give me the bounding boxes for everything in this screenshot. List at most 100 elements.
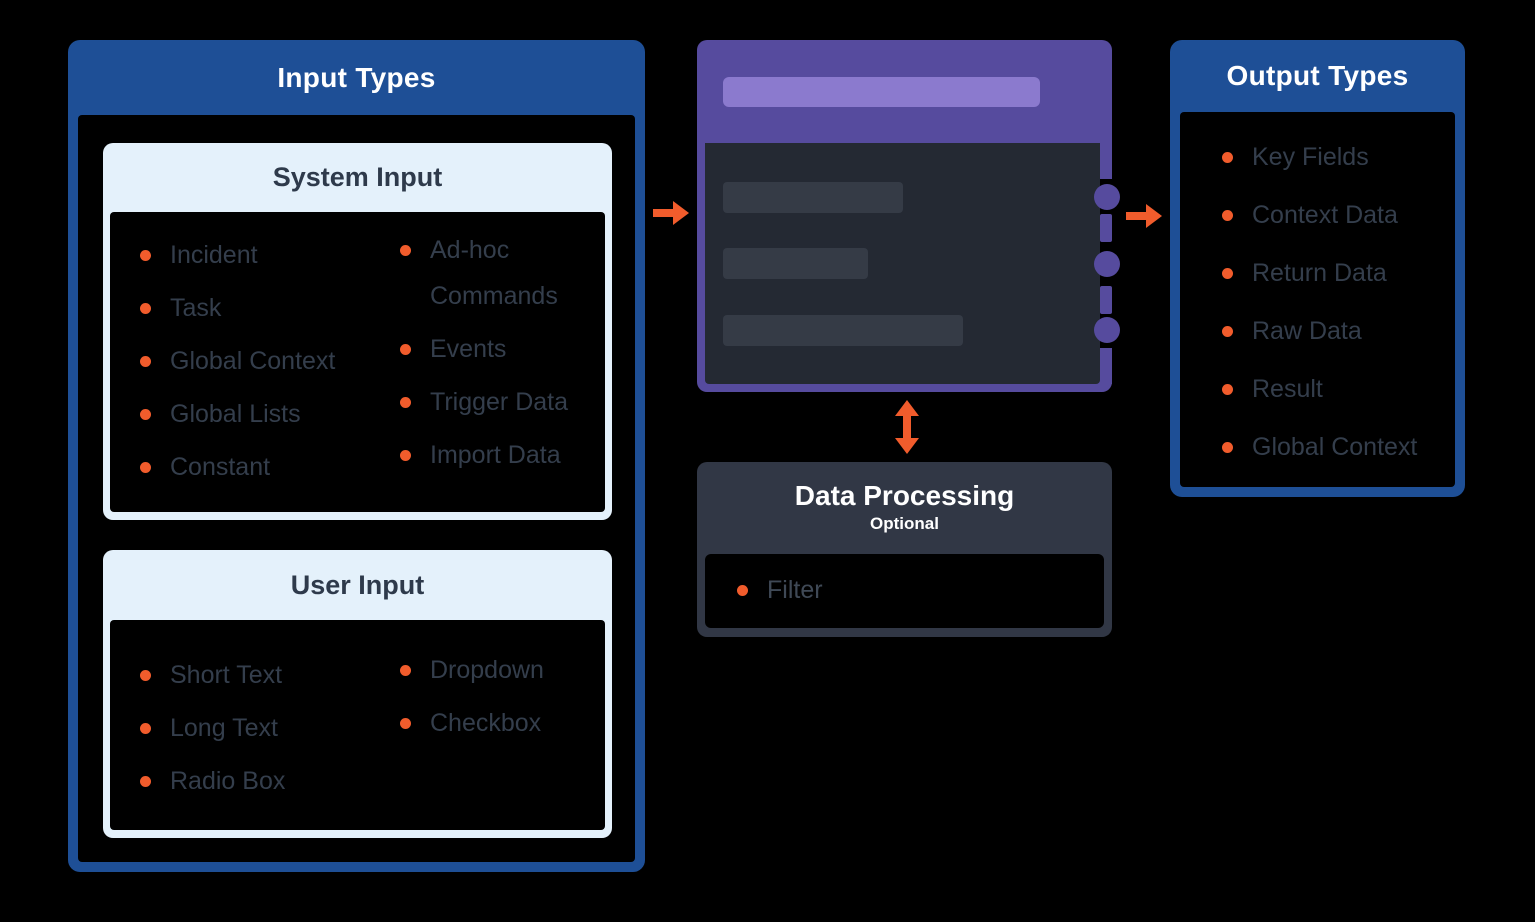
bullet-icon <box>1222 326 1233 337</box>
arrow-node-to-output-icon <box>1126 204 1162 228</box>
list-item: Task <box>140 285 400 331</box>
user-input-list-box: Short Text Long Text Radio Box Dropdown … <box>110 620 605 830</box>
list-item: Checkbox <box>400 700 585 746</box>
list-item: Raw Data <box>1222 308 1417 354</box>
list-item-label: Return Data <box>1252 259 1387 287</box>
list-item: Ad-hoc Commands <box>400 227 585 319</box>
list-item-label: Ad-hoc Commands <box>430 236 558 310</box>
list-item: Import Data <box>400 432 585 478</box>
bullet-icon <box>1222 384 1233 395</box>
input-types-body: System Input Incident Task Global Contex… <box>78 115 635 862</box>
list-item-label: Short Text <box>170 661 283 689</box>
bullet-icon <box>1222 152 1233 163</box>
system-input-title: System Input <box>272 162 443 192</box>
list-item-label: Context Data <box>1252 201 1398 229</box>
list-item: Key Fields <box>1222 134 1417 180</box>
list-item: Result <box>1222 366 1417 412</box>
list-item-label: Result <box>1252 375 1323 403</box>
bullet-icon <box>400 665 411 676</box>
list-item: Radio Box <box>140 758 400 804</box>
bullet-icon <box>140 670 151 681</box>
bullet-icon <box>140 776 151 787</box>
list-item: Trigger Data <box>400 379 585 425</box>
bullet-icon <box>140 356 151 367</box>
bullet-icon <box>1222 210 1233 221</box>
bullet-icon <box>400 245 411 256</box>
list-item-label: Global Context <box>1252 433 1418 461</box>
list-item: Dropdown <box>400 647 585 693</box>
text-placeholder-bar <box>723 182 903 213</box>
list-item-label: Radio Box <box>170 767 286 795</box>
output-port-icon <box>1094 184 1120 210</box>
list-item-label: Constant <box>170 453 271 481</box>
list-item: Return Data <box>1222 250 1417 296</box>
list-item: Incident <box>140 232 400 278</box>
bullet-icon <box>1222 442 1233 453</box>
system-input-list-box: Incident Task Global Context Global List… <box>110 212 605 512</box>
list-item-label: Incident <box>170 241 258 269</box>
input-types-panel: Input Types System Input Incident Task G… <box>68 40 645 872</box>
bullet-icon <box>140 303 151 314</box>
system-input-card: System Input Incident Task Global Contex… <box>103 143 612 520</box>
output-types-body: Key Fields Context Data Return Data Raw … <box>1180 112 1455 487</box>
data-processing-list: Filter <box>737 567 823 620</box>
playbook-task-node <box>697 40 1120 392</box>
output-port-icon <box>1094 251 1120 277</box>
list-item-label: Events <box>430 335 507 363</box>
bullet-icon <box>1222 268 1233 279</box>
system-input-right-column: Ad-hoc Commands Events Trigger Data Impo… <box>400 227 585 485</box>
data-processing-list-box: Filter <box>705 554 1104 628</box>
bullet-icon <box>140 250 151 261</box>
list-item: Short Text <box>140 652 400 698</box>
list-item: Events <box>400 326 585 372</box>
output-port-icon <box>1094 317 1120 343</box>
user-input-card: User Input Short Text Long Text Radio Bo… <box>103 550 612 838</box>
user-input-title: User Input <box>290 570 425 600</box>
list-item-label: Raw Data <box>1252 317 1362 345</box>
list-item: Filter <box>737 567 823 613</box>
list-item: Constant <box>140 444 400 490</box>
bullet-icon <box>400 344 411 355</box>
list-item-label: Long Text <box>170 714 278 742</box>
list-item-label: Trigger Data <box>430 388 569 416</box>
bullet-icon <box>140 723 151 734</box>
output-types-title: Output Types <box>1226 60 1409 91</box>
list-item-label: Dropdown <box>430 656 544 684</box>
list-item: Long Text <box>140 705 400 751</box>
node-title-placeholder-bar <box>723 77 1040 107</box>
data-processing-title: Data Processing <box>794 480 1015 511</box>
input-types-title: Input Types <box>277 62 436 93</box>
system-input-left-column: Incident Task Global Context Global List… <box>140 232 400 497</box>
list-item-label: Checkbox <box>430 709 542 737</box>
list-item: Global Context <box>140 338 400 384</box>
user-input-left-column: Short Text Long Text Radio Box <box>140 652 400 811</box>
list-item-label: Global Context <box>170 347 336 375</box>
text-placeholder-bar <box>723 248 868 279</box>
list-item-label: Global Lists <box>170 400 301 428</box>
list-item-label: Import Data <box>430 441 561 469</box>
output-types-panel: Output Types Key Fields Context Data Ret… <box>1170 40 1465 497</box>
bullet-icon <box>400 397 411 408</box>
list-item-label: Key Fields <box>1252 143 1369 171</box>
arrow-input-to-node-icon <box>653 201 689 225</box>
strip-dash <box>1100 214 1112 242</box>
list-item: Global Context <box>1222 424 1417 470</box>
bullet-icon <box>140 462 151 473</box>
data-processing-box: Data Processing Optional Filter <box>697 462 1112 637</box>
arrow-node-data-processing-bidirectional-icon <box>895 400 919 454</box>
node-body <box>705 143 1100 384</box>
list-item: Global Lists <box>140 391 400 437</box>
bullet-icon <box>400 450 411 461</box>
list-item: Context Data <box>1222 192 1417 238</box>
strip-segment <box>1100 143 1112 179</box>
data-processing-subtitle: Optional <box>870 514 939 533</box>
bullet-icon <box>400 718 411 729</box>
strip-dash <box>1100 286 1112 314</box>
output-types-list: Key Fields Context Data Return Data Raw … <box>1222 134 1417 482</box>
list-item-label: Filter <box>767 576 823 604</box>
list-item-label: Task <box>170 294 222 322</box>
bullet-icon <box>737 585 748 596</box>
bullet-icon <box>140 409 151 420</box>
strip-segment <box>1100 348 1112 384</box>
